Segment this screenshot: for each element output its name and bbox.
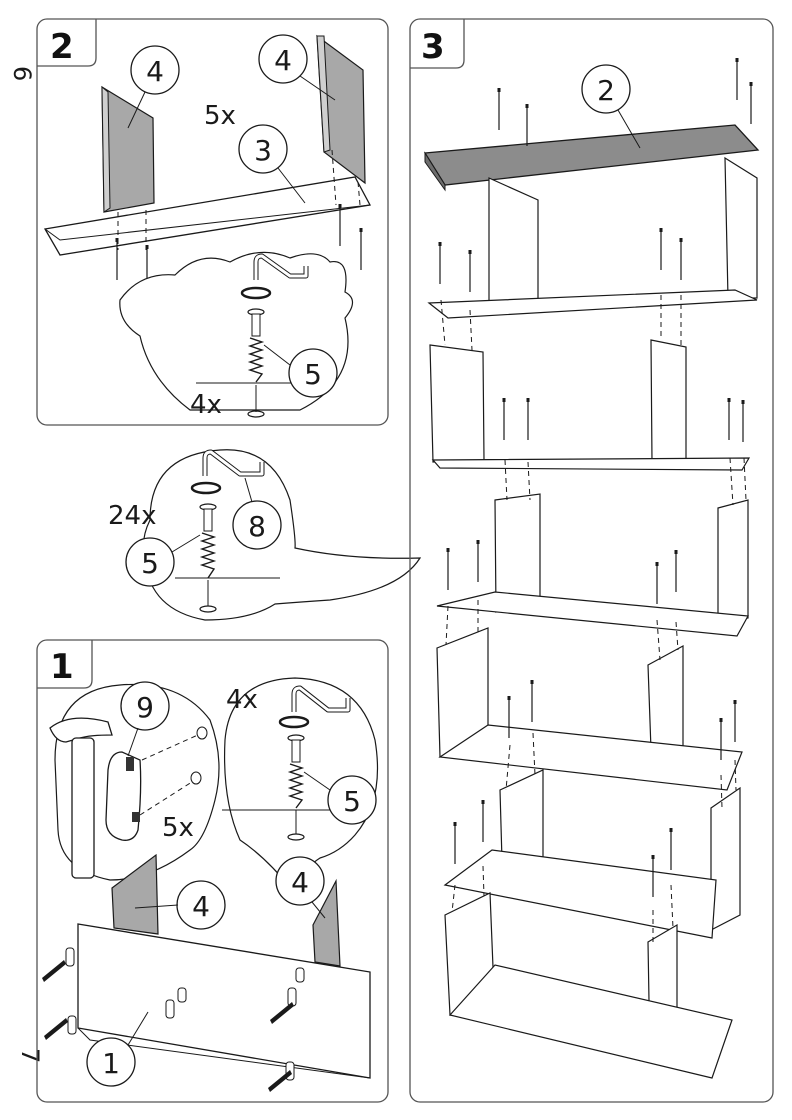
- svg-text:3: 3: [254, 134, 272, 167]
- callout-1: [86, 1037, 136, 1087]
- screw-icon: [732, 699, 738, 743]
- page-number-top: 6: [8, 66, 36, 81]
- rotate-arrow-icon: [240, 286, 272, 300]
- svg-text:4: 4: [274, 44, 292, 77]
- shelf: [436, 591, 749, 637]
- hex-key-icon: [203, 450, 264, 476]
- screw-icon: [529, 679, 535, 723]
- svg-text:9: 9: [136, 691, 154, 724]
- confirmat-screw-icon: [203, 508, 213, 532]
- screw-icon: [467, 249, 473, 293]
- shelf: [438, 724, 743, 791]
- screw-icon: [673, 549, 679, 593]
- shelf: [431, 457, 751, 471]
- hammer-icon: [49, 717, 113, 879]
- rotate-arrow-icon: [190, 481, 222, 495]
- step-1-panel: 1 9 5x: [36, 639, 389, 1103]
- shelf: [427, 289, 758, 319]
- screw-icon: [658, 227, 664, 271]
- callout-4: [258, 34, 308, 84]
- callout-2: [581, 64, 631, 114]
- screw-icon: [740, 399, 746, 443]
- screw-icon: [734, 57, 740, 101]
- step-3-number: 3: [421, 27, 445, 67]
- hex-key-icon: [292, 686, 350, 712]
- svg-text:8: 8: [248, 510, 266, 543]
- step-2-number: 2: [50, 27, 74, 67]
- hex-key-icon: [254, 254, 308, 280]
- svg-text:5: 5: [141, 547, 159, 580]
- callout-9: [120, 681, 170, 731]
- screw-icon: [496, 87, 502, 131]
- cam-dowel-icon: [105, 751, 142, 841]
- screw-quantity: 4x: [190, 390, 222, 420]
- step-3-panel: 3 2: [409, 18, 774, 1103]
- callout-5: [125, 537, 175, 587]
- svg-text:5: 5: [304, 358, 322, 391]
- svg-text:4: 4: [192, 890, 210, 923]
- callout-3: [238, 124, 288, 174]
- callout-4: [130, 45, 180, 95]
- callout-5: [327, 775, 377, 825]
- svg-text:5: 5: [343, 785, 361, 818]
- svg-text:4: 4: [291, 866, 309, 899]
- screw-icon: [475, 539, 481, 583]
- callout-8: [232, 500, 282, 550]
- step-2-panel: 2 4 4 3 5x: [36, 18, 389, 426]
- screw-icon: [445, 547, 451, 591]
- step-1-number: 1: [50, 647, 74, 687]
- screw-icon: [501, 397, 507, 441]
- confirmat-screw-icon: [291, 739, 301, 763]
- svg-text:6: 6: [8, 66, 36, 81]
- screw-quantity-total: 24x: [108, 501, 156, 531]
- side-panel-4-right: [312, 878, 341, 967]
- shelf: [443, 849, 717, 939]
- screw-icon: [678, 237, 684, 281]
- screw-icon: [748, 81, 754, 125]
- rotate-arrow-icon: [278, 715, 310, 729]
- top-panel-2: [423, 124, 760, 186]
- side-panel-4-left: [111, 853, 159, 935]
- dowel-quantity: 5x: [162, 813, 194, 843]
- shelf-part-3: [43, 176, 372, 256]
- base-panel: [448, 964, 733, 1079]
- screw-detail-bubble: 8 5 24x: [108, 449, 422, 621]
- svg-text:2: 2: [597, 74, 615, 107]
- svg-text:4: 4: [146, 55, 164, 88]
- callout-4: [275, 856, 325, 906]
- screw-icon: [480, 799, 486, 843]
- svg-text:1: 1: [102, 1047, 120, 1080]
- screw-icon: [654, 561, 660, 605]
- confirmat-screw-icon: [251, 313, 261, 337]
- screw-icon: [437, 241, 443, 285]
- screw-quantity: 4x: [226, 685, 258, 715]
- callout-5: [288, 348, 338, 398]
- page-number-bottom: 7: [16, 1048, 44, 1063]
- screw-icon: [452, 821, 458, 865]
- screw-icon: [525, 397, 531, 441]
- screw-icon: [524, 103, 530, 147]
- screw-icon: [726, 397, 732, 441]
- screw-icon: [668, 827, 674, 871]
- dowel-quantity: 5x: [204, 101, 236, 131]
- svg-text:7: 7: [16, 1048, 44, 1063]
- screw-icon: [358, 227, 364, 271]
